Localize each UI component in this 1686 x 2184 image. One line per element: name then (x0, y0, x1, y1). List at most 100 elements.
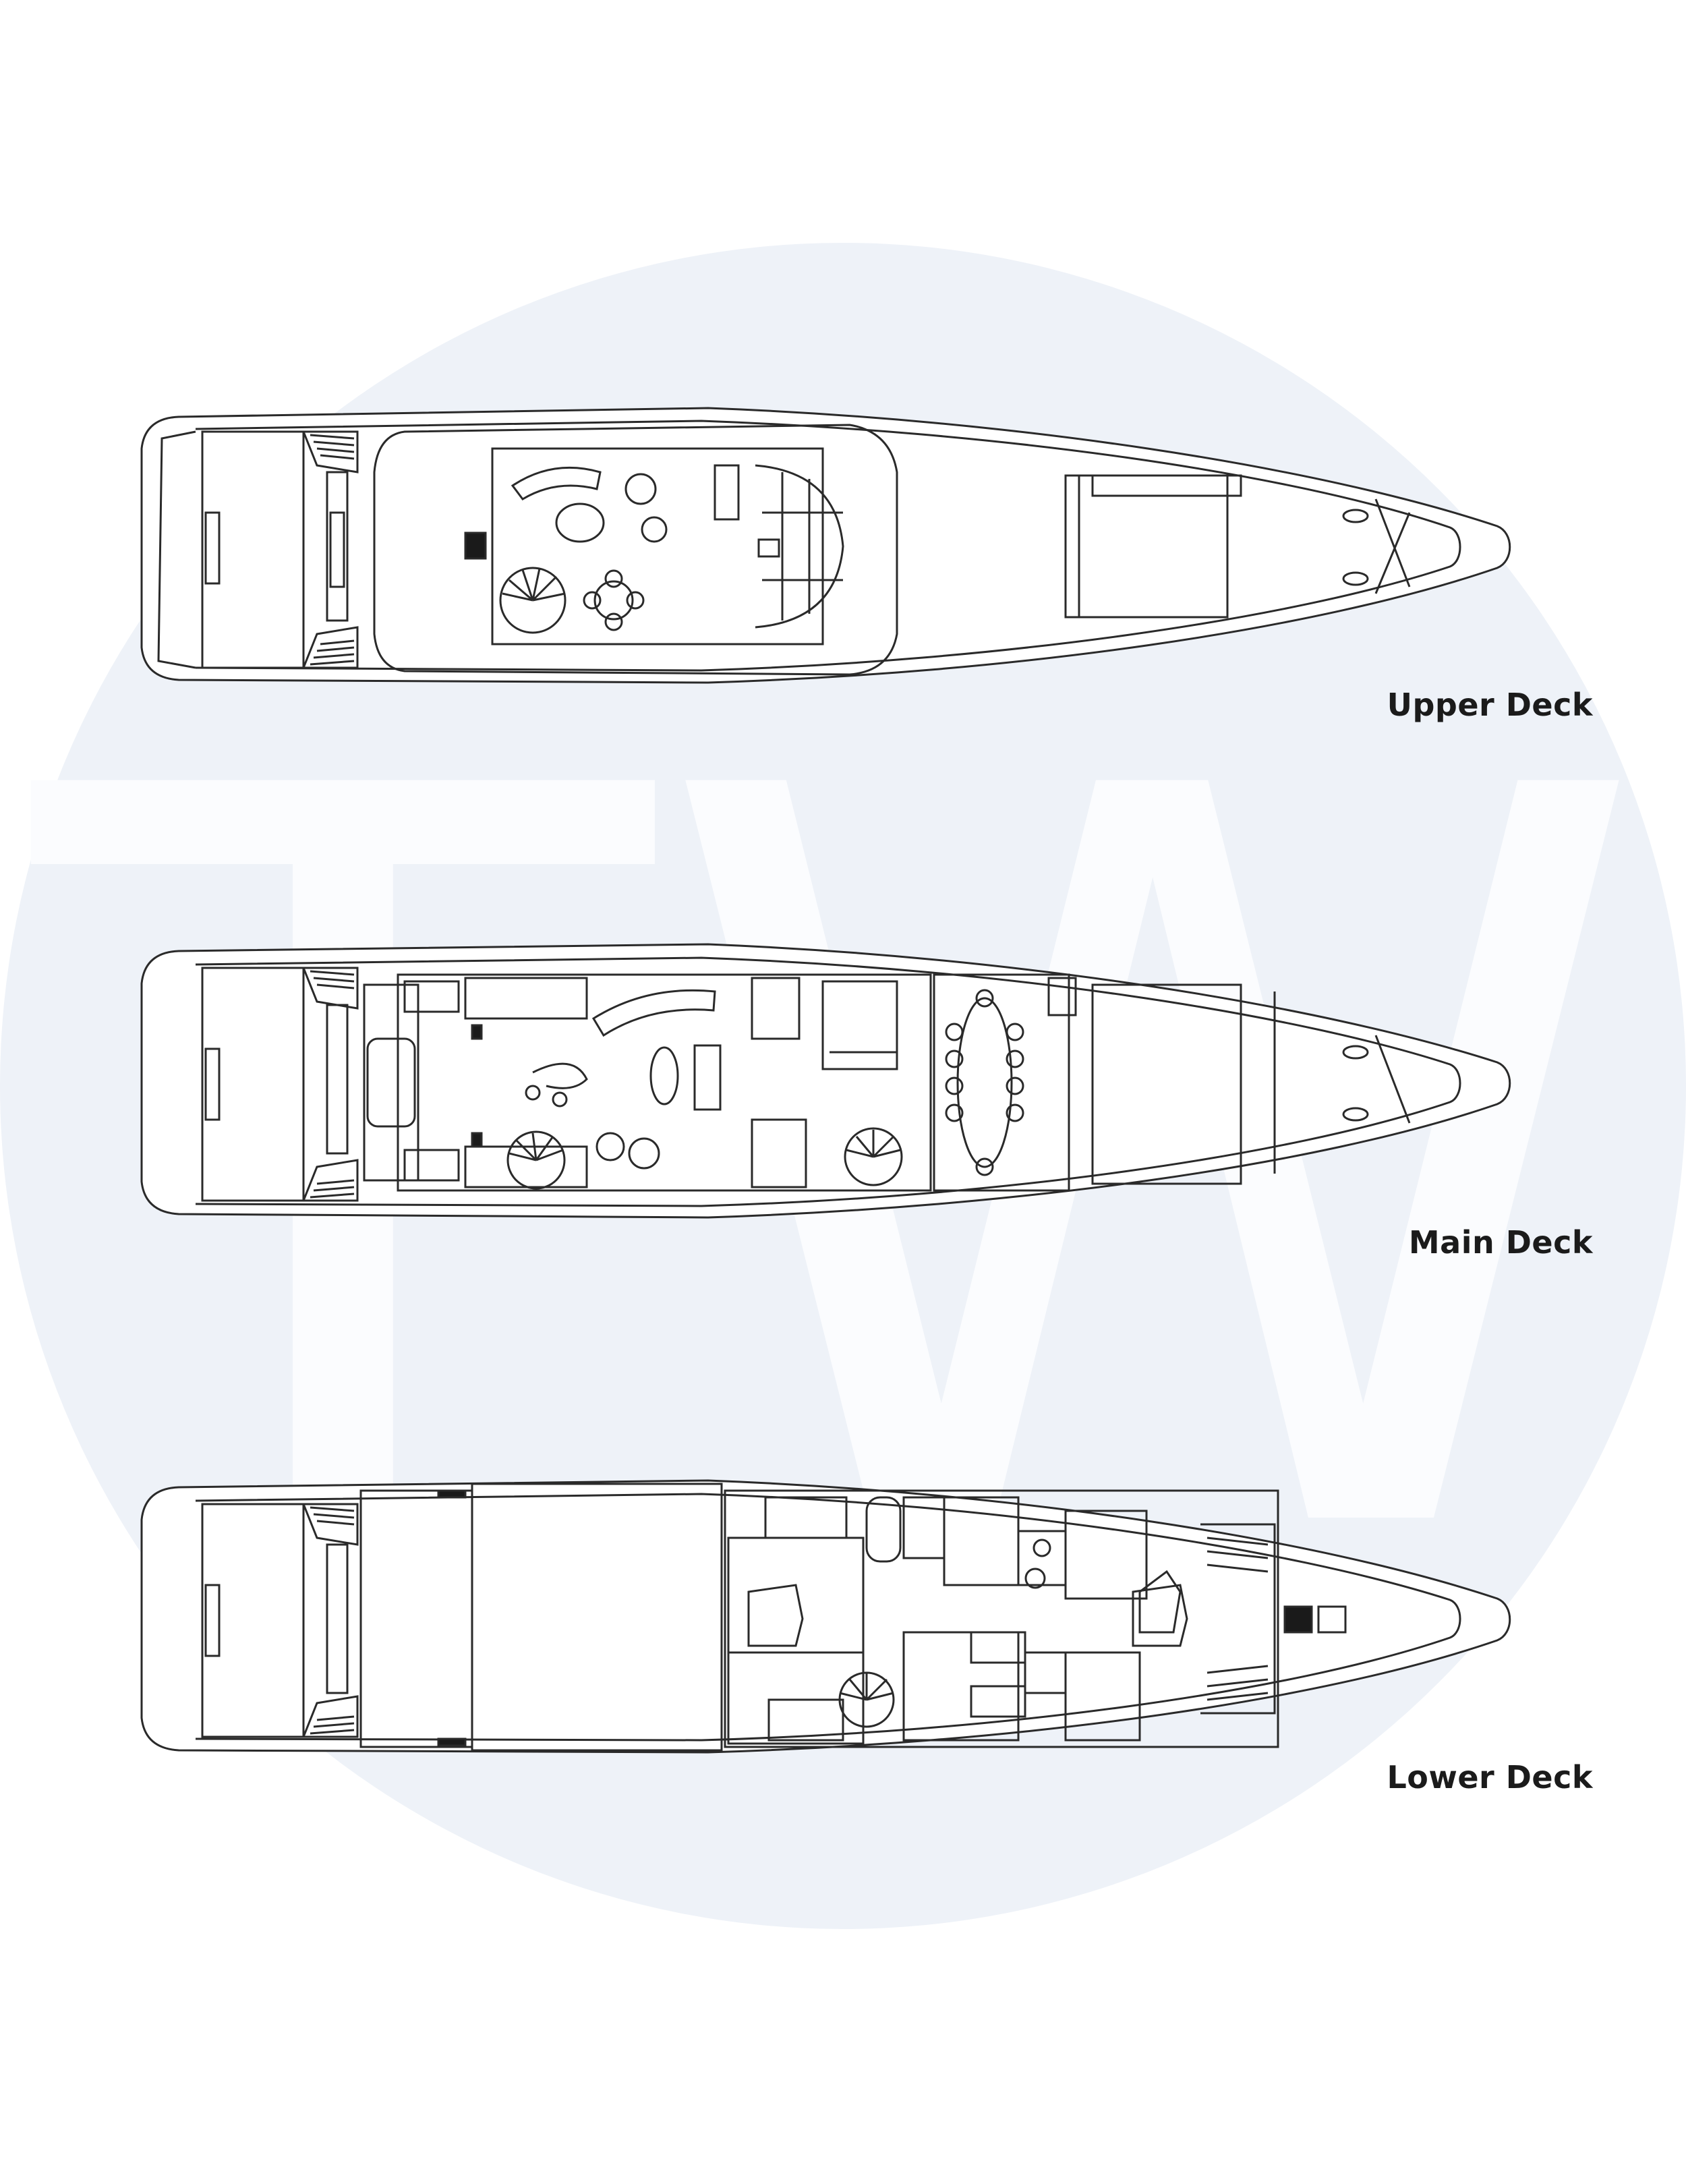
upper-curved-sofa (511, 466, 602, 500)
main-dining-table (956, 997, 1013, 1168)
main-dining-console (1047, 977, 1077, 1016)
main-door-dark-2 (471, 1132, 483, 1148)
main-coffee-table (649, 1046, 679, 1105)
main-bar-curve (532, 1062, 588, 1089)
main-saloon (397, 973, 932, 1192)
lower-deck-plan (140, 1479, 1511, 1754)
upper-lounge-chair-1 (624, 473, 657, 505)
upper-spiral-treads (502, 568, 566, 602)
main-stern-bench (204, 1047, 221, 1121)
upper-table-chair-s (604, 612, 623, 631)
main-aft-sofa (366, 1037, 416, 1128)
main-stairs-top (301, 967, 359, 1010)
upper-table (555, 502, 605, 543)
lower-stern-box (201, 1503, 305, 1738)
lower-hull (140, 1479, 1511, 1754)
main-stool-1 (525, 1085, 541, 1101)
lower-garage-dark-top (437, 1489, 467, 1499)
upper-stern (157, 430, 196, 669)
main-dining-chair-head (975, 989, 994, 1008)
upper-hull (140, 407, 1511, 684)
lower-stern-bench (204, 1584, 221, 1657)
upper-bow-line (1374, 498, 1411, 594)
main-saloon-unit-2 (403, 1149, 460, 1182)
main-hull-inner (195, 956, 1461, 1207)
main-dining-alcove (751, 977, 801, 1040)
main-deck-plan (140, 943, 1511, 1219)
lower-chain-locker-dark (1283, 1605, 1313, 1634)
lower-cabin-3-bed (1132, 1584, 1188, 1647)
upper-door-dark (464, 531, 487, 560)
main-dining-chair-5 (1006, 1023, 1024, 1041)
lower-chain-locker (1317, 1605, 1347, 1634)
lower-forepeak (1200, 1523, 1276, 1715)
main-dining-chair-foot (975, 1157, 994, 1176)
main-dining-chair-2 (945, 1050, 964, 1068)
lower-head-4 (767, 1698, 844, 1742)
upper-stern-seat-inner (329, 511, 345, 588)
lower-garage-dark-bottom (437, 1737, 467, 1747)
main-stern-box (201, 967, 305, 1202)
main-stool-2 (552, 1091, 568, 1108)
upper-table-chair-w (583, 591, 602, 610)
upper-spiral-stairs (499, 567, 566, 634)
main-cleat-1 (1342, 1045, 1369, 1060)
main-spiral-stairs (506, 1130, 566, 1190)
main-door-dark-1 (471, 1024, 483, 1040)
main-dining-room (933, 973, 1070, 1192)
lower-stern-seat (326, 1543, 349, 1694)
main-dining-chair-4 (945, 1103, 964, 1122)
main-dining-chair-6 (1006, 1050, 1024, 1068)
upper-superstructure (373, 424, 898, 676)
main-lower-spiral (844, 1127, 903, 1186)
upper-helm (757, 538, 780, 558)
upper-lounge-chair-2 (641, 516, 668, 543)
lower-bunk-2 (970, 1685, 1026, 1718)
main-galley-counter (830, 980, 898, 1054)
main-deck-label: Main Deck (1408, 1224, 1593, 1261)
main-chair-a (595, 1132, 625, 1161)
main-spiral-treads (508, 1132, 564, 1161)
lower-tub (865, 1496, 902, 1563)
upper-table-chair-e (626, 591, 645, 610)
main-stern-seat (326, 1004, 349, 1155)
lower-stairs-bottom (301, 1695, 359, 1738)
main-dining-chair-8 (1006, 1103, 1024, 1122)
main-sofa-right (693, 1044, 722, 1111)
lower-cabin-3 (1064, 1510, 1148, 1600)
upper-wheelhouse-grid (762, 472, 843, 621)
main-cleat-2 (1342, 1107, 1369, 1122)
lower-stairs-top (301, 1503, 359, 1546)
lower-head-1 (764, 1496, 848, 1539)
upper-stern-bench (204, 511, 221, 585)
upper-table-round (593, 580, 634, 621)
upper-wheelhouse (755, 464, 844, 629)
upper-hull-inner (195, 420, 1461, 672)
lower-crew-mess (1138, 1570, 1182, 1634)
lower-cabins-area (724, 1489, 1279, 1748)
upper-bar (714, 464, 740, 521)
main-curved-sofa (591, 989, 716, 1037)
upper-deck-plan (140, 407, 1511, 684)
main-aft-lounge (363, 983, 419, 1182)
lower-crew-galley (1064, 1651, 1141, 1742)
upper-cleat-2 (1342, 571, 1369, 586)
upper-stairs-bottom (301, 626, 359, 669)
main-dining-chair-3 (945, 1076, 964, 1095)
upper-saloon (491, 447, 824, 645)
main-lower-spiral-treads (846, 1130, 901, 1158)
lower-bunk-1 (970, 1631, 1026, 1664)
main-day-head (751, 1118, 807, 1188)
main-chair-b (628, 1137, 660, 1170)
main-foredeck-box (1091, 983, 1242, 1185)
main-cabinet-top (464, 977, 588, 1020)
lower-spiral-treads (839, 1673, 894, 1701)
main-bow-line (1374, 1035, 1411, 1124)
lower-wc-1 (1033, 1539, 1051, 1557)
upper-stairs-top (301, 430, 359, 473)
main-dining-chair-7 (1006, 1076, 1024, 1095)
upper-table-chair-n (604, 569, 623, 588)
lower-wc-2 (1024, 1568, 1046, 1589)
lower-bed-1 (747, 1584, 804, 1647)
